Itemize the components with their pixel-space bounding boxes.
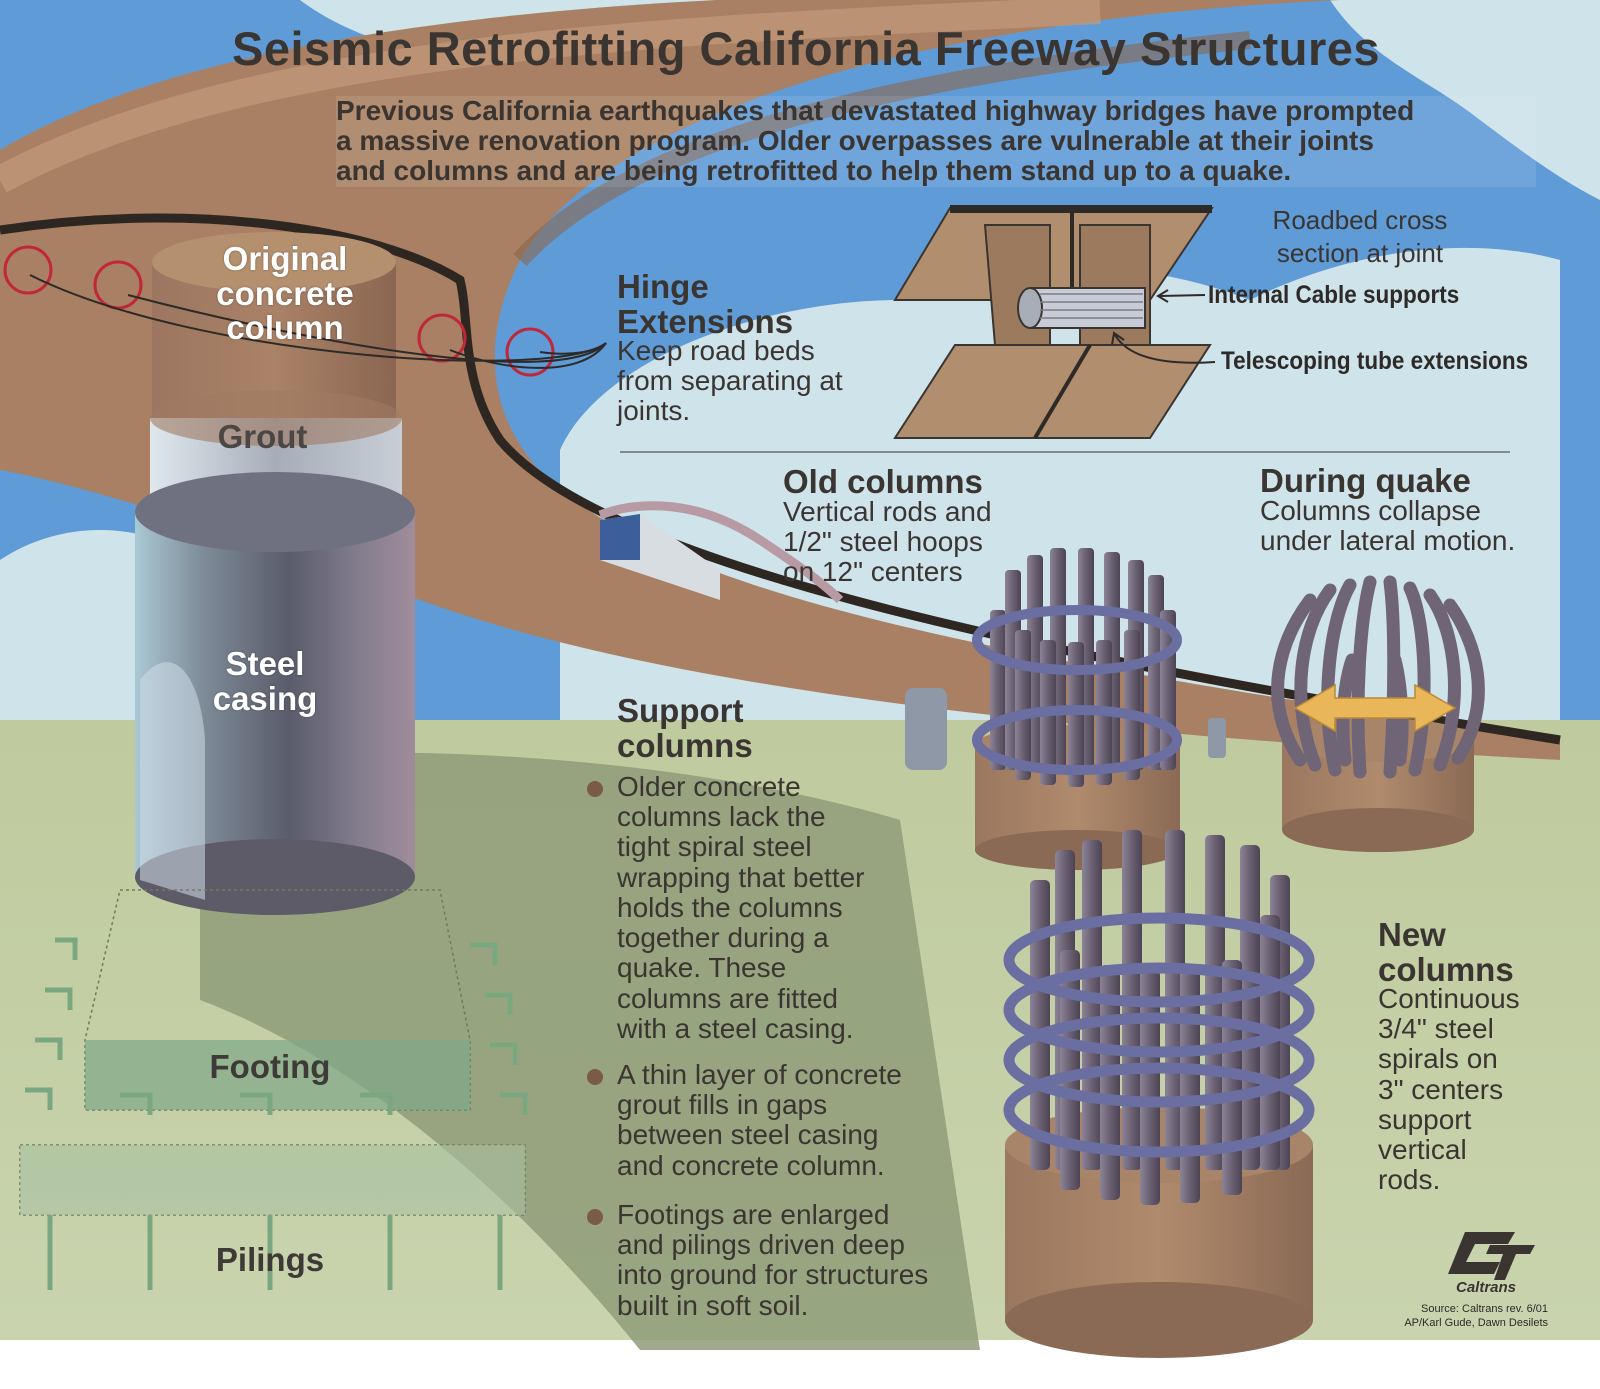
caltrans-logo-text: Caltrans (1456, 1279, 1517, 1296)
during-quake-body: Columns collapse under lateral motion. (1260, 495, 1516, 557)
label-line: Steel (225, 645, 305, 682)
new-columns-body: Continuous 3/4" steel spirals on 3" cent… (1378, 983, 1520, 1196)
caption-line: Roadbed cross (1272, 205, 1448, 235)
freeway-ramp-inner (513, 31, 1251, 267)
body-line: under lateral motion. (1260, 525, 1516, 557)
distant-building (598, 501, 844, 604)
new-columns-heading: New columns (1378, 916, 1514, 988)
caption-line: section at joint (1276, 237, 1444, 268)
intro-line: and columns and are being retrofitted to… (336, 155, 1292, 187)
label-line: concrete (216, 274, 354, 312)
intro-line: a massive renovation program. Older over… (336, 125, 1374, 157)
body-line: support (1378, 1103, 1472, 1135)
support-columns-heading: Support columns (617, 692, 753, 764)
caltrans-logo (1448, 1232, 1535, 1280)
distant-pillar (1208, 718, 1226, 758)
body-line: built in soft soil. (617, 1289, 809, 1321)
freeway-ramp-inner (0, 0, 1101, 193)
quake-column-diagram (1271, 575, 1485, 852)
heading-line: New (1378, 916, 1446, 953)
intro-line: Previous California earthquakes that dev… (336, 95, 1415, 126)
body-line: 1/2" steel hoops (783, 526, 983, 558)
original-column-label: Original concrete column (185, 240, 385, 347)
new-column-diagram (1003, 830, 1315, 1358)
support-bullet-3: Footings are enlarged and pilings driven… (617, 1199, 929, 1321)
body-line: 3/4" steel (1378, 1013, 1494, 1045)
heading-line: columns (1378, 950, 1514, 988)
support-bullet-1: Older concrete columns lack the tight sp… (617, 771, 865, 1044)
body-line: Older concrete (617, 771, 801, 802)
body-line: together during a (617, 922, 829, 954)
telescoping-tube-label: Telescoping tube extensions (1221, 347, 1529, 375)
old-columns-body: Vertical rods and 1/2" steel hoops on 12… (783, 496, 992, 588)
body-line: from separating at (617, 365, 843, 397)
hinge-body: Keep road beds from separating at joints… (617, 335, 843, 427)
hinge-pointer-lines (29, 274, 607, 369)
roadbed-joint-diagram (893, 205, 1216, 440)
body-line: into ground for structures (617, 1259, 929, 1291)
pilings (47, 1215, 503, 1290)
body-line: Continuous (1378, 983, 1520, 1014)
body-line: holds the columns (617, 891, 843, 923)
cable-support-label: Internal Cable supports (1208, 281, 1460, 309)
heading-line: Extensions (617, 302, 794, 340)
body-line: with a steel casing. (617, 1012, 854, 1044)
pilings-label: Pilings (215, 1241, 325, 1278)
body-line: joints. (617, 395, 691, 427)
label-line: column (226, 309, 344, 347)
roadbed-caption: Roadbed cross section at joint (1240, 204, 1480, 269)
intro-paragraph: Previous California earthquakes that dev… (336, 95, 1536, 187)
source-line: Source: Caltrans rev. 6/01 (1421, 1303, 1548, 1315)
body-line: Footings are enlarged (617, 1199, 890, 1230)
hinge-heading: Hinge Extensions (617, 268, 794, 340)
body-line: columns are fitted (617, 982, 838, 1014)
body-line: wrapping that better (617, 861, 865, 893)
hinge-markers (3, 245, 555, 377)
source-line: AP/Karl Gude, Dawn Desilets (1404, 1317, 1548, 1330)
label-line: casing (212, 679, 318, 717)
body-line: quake. These (617, 952, 787, 984)
heading-line: Support (617, 692, 744, 729)
body-line: Keep road beds (617, 335, 815, 366)
source-credit: Source: Caltrans rev. 6/01 AP/Karl Gude,… (1380, 1302, 1548, 1331)
body-line: and concrete column. (617, 1149, 885, 1181)
body-line: grout fills in gaps (617, 1089, 828, 1121)
grout-label: Grout (217, 418, 308, 455)
body-line: and pilings driven deep (617, 1229, 905, 1261)
old-column-diagram (972, 548, 1182, 870)
body-line: spirals on (1378, 1043, 1498, 1075)
footing-label: Footing (209, 1048, 331, 1085)
label-line: Original (222, 240, 348, 277)
steel-casing-label: Steel casing (180, 645, 350, 717)
body-line: rods. (1378, 1164, 1441, 1196)
rebar-hooks (25, 937, 528, 1115)
footing-base (20, 1145, 525, 1215)
page-title: Seismic Retrofitting California Freeway … (232, 22, 1381, 75)
bullet-icon (587, 1209, 603, 1225)
cloud (1330, 0, 1600, 200)
old-columns-heading: Old columns (783, 463, 983, 500)
body-line: on 12" centers (783, 556, 963, 588)
bullet-icon (587, 1069, 603, 1085)
distant-pillar (905, 688, 947, 770)
body-line: vertical (1378, 1134, 1467, 1166)
body-line: columns lack the (617, 801, 826, 833)
main-column (135, 232, 415, 915)
body-line: between steel casing (617, 1119, 879, 1151)
bullet-icon (587, 781, 603, 797)
support-bullet-2: A thin layer of concrete grout fills in … (617, 1059, 902, 1181)
during-quake-heading: During quake (1260, 462, 1471, 499)
body-line: A thin layer of concrete (617, 1059, 902, 1090)
heading-line: columns (617, 726, 753, 764)
ground-shadow (200, 752, 980, 1350)
body-line: Vertical rods and (783, 496, 992, 527)
body-line: tight spiral steel (617, 831, 812, 863)
body-line: 3" centers (1378, 1073, 1504, 1105)
heading-line: Hinge (617, 268, 709, 305)
body-line: Columns collapse (1260, 495, 1481, 526)
